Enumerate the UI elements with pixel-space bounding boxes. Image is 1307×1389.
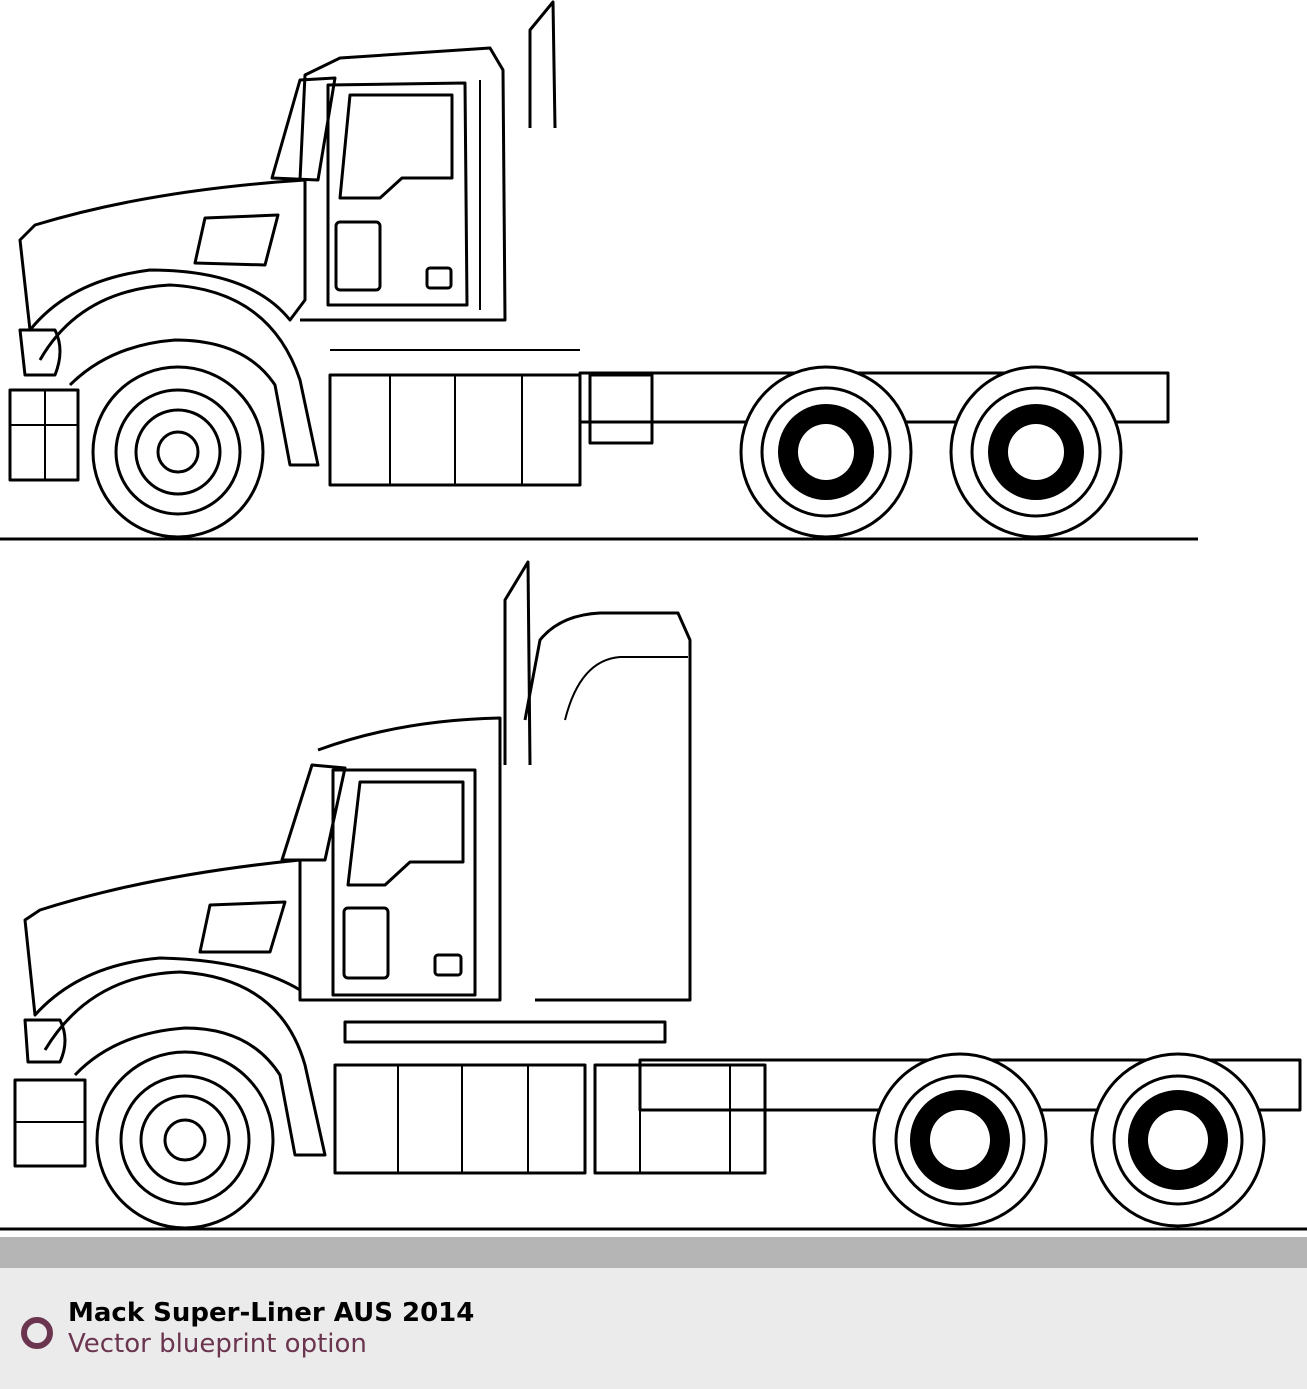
hood xyxy=(18,178,307,332)
day-cab-truck-view xyxy=(0,0,1198,541)
blueprint-title[interactable]: Mack Super-Liner AUS 2014 xyxy=(68,1298,475,1328)
separator-band xyxy=(0,1237,1307,1268)
fuel-tank-1 xyxy=(333,1063,587,1175)
hood-vent xyxy=(198,900,287,954)
windshield xyxy=(280,763,347,862)
hood xyxy=(23,858,302,1017)
rear-wheel-2 xyxy=(949,365,1123,539)
caption-bar: Mack Super-Liner AUS 2014 Vector bluepri… xyxy=(0,1268,1307,1389)
blueprint-drawing xyxy=(0,0,1307,1231)
cab-body xyxy=(298,716,502,1002)
cab-step xyxy=(343,1020,667,1044)
sleeper-cab-truck-view xyxy=(0,560,1307,1231)
headlight xyxy=(23,1018,67,1064)
door-panel xyxy=(334,220,382,292)
door xyxy=(326,81,469,307)
hood-vent xyxy=(193,213,280,267)
ring-bullet-icon xyxy=(21,1317,53,1349)
door-panel xyxy=(342,906,390,980)
cab-body xyxy=(298,46,507,322)
headlight xyxy=(18,328,62,377)
battery-box xyxy=(588,373,654,445)
door-handle xyxy=(425,266,453,290)
front-fender xyxy=(38,283,320,467)
fuel-tank-2 xyxy=(593,1063,767,1175)
sleeper-box xyxy=(523,611,692,1002)
front-wheel xyxy=(91,365,265,539)
rear-wheel-2 xyxy=(1090,1052,1266,1228)
front-fender xyxy=(43,970,327,1157)
sleeper-roof-line xyxy=(564,656,688,721)
rear-wheel-1 xyxy=(739,365,913,539)
exhaust-stack xyxy=(503,560,532,766)
front-wheel xyxy=(95,1050,275,1230)
door-window xyxy=(346,780,465,887)
door xyxy=(331,768,477,997)
blueprint-subtitle: Vector blueprint option xyxy=(68,1329,367,1359)
rear-wheel-1 xyxy=(872,1052,1048,1228)
door-handle xyxy=(433,953,463,977)
exhaust-stack xyxy=(528,0,557,129)
door-window xyxy=(338,93,454,200)
